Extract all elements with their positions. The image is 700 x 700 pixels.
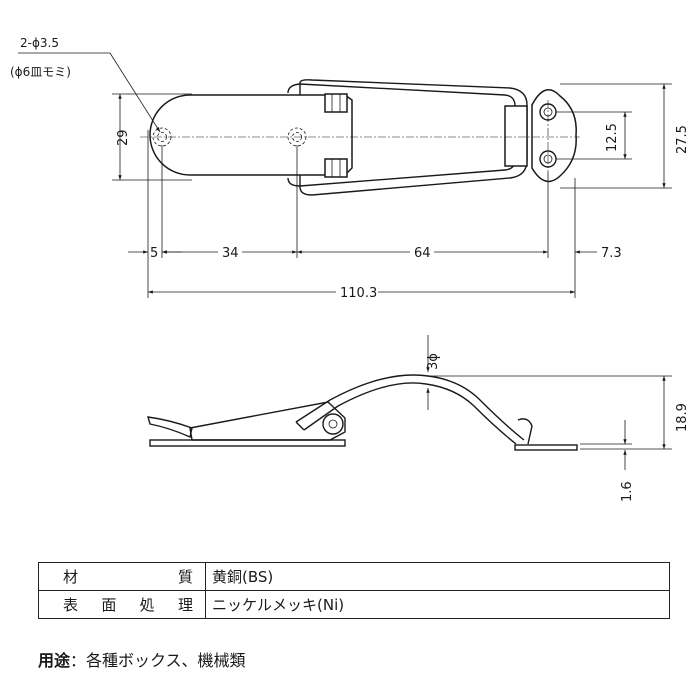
dim-side-height: 18.9 bbox=[675, 403, 690, 432]
side-hook-catch bbox=[517, 418, 533, 445]
dim-offset-left: 5 bbox=[150, 246, 158, 261]
spec-table: 材 質 黄銅(BS) 表面処理 ニッケルメッキ(Ni) bbox=[38, 562, 670, 619]
side-hook-plate bbox=[514, 444, 578, 451]
dim-hole-pitch: 34 bbox=[222, 246, 239, 261]
side-lever-body bbox=[147, 416, 193, 438]
side-wire-bail bbox=[295, 374, 525, 441]
dim-wire: 3ϕ bbox=[426, 353, 441, 370]
dim-hinge-span: 64 bbox=[414, 246, 431, 261]
table-row: 材 質 黄銅(BS) bbox=[38, 562, 670, 591]
side-base-plate bbox=[149, 439, 346, 447]
hinge-knuckle-upper bbox=[324, 93, 348, 113]
dim-mount-height: 27.5 bbox=[675, 125, 690, 154]
spec-label-material: 材 質 bbox=[38, 562, 206, 591]
dim-plate: 1.6 bbox=[620, 481, 635, 502]
side-view: 3ϕ 18.9 1.6 bbox=[147, 335, 690, 502]
technical-drawing: 2-ϕ3.5 (ϕ6皿モミ) 29 5 34 64 7.3 110.3 bbox=[10, 36, 690, 502]
usage-separator: ： bbox=[70, 651, 87, 670]
side-hinge-pin bbox=[322, 413, 344, 435]
table-row: 表面処理 ニッケルメッキ(Ni) bbox=[38, 590, 670, 619]
spec-label-finish: 表面処理 bbox=[38, 590, 206, 619]
dim-height-left: 29 bbox=[116, 129, 131, 146]
spec-value-material: 黄銅(BS) bbox=[205, 562, 670, 591]
countersink-note: (ϕ6皿モミ) bbox=[10, 65, 71, 79]
dim-tail: 7.3 bbox=[601, 246, 622, 261]
usage-heading: 用途 bbox=[38, 651, 71, 670]
side-lever-plate bbox=[189, 401, 346, 441]
base-plate bbox=[149, 94, 353, 176]
hook-plate bbox=[531, 89, 577, 183]
hinge-knuckle-lower bbox=[324, 158, 348, 178]
usage-text: 各種ボックス、機械類 bbox=[86, 651, 246, 670]
dim-overall: 110.3 bbox=[340, 286, 377, 301]
hole-note: 2-ϕ3.5 bbox=[20, 36, 59, 50]
top-view: 2-ϕ3.5 (ϕ6皿モミ) 29 5 34 64 7.3 110.3 bbox=[10, 36, 690, 301]
spec-value-finish: ニッケルメッキ(Ni) bbox=[205, 590, 670, 619]
usage-line: 用途：各種ボックス、機械類 bbox=[38, 647, 246, 671]
dim-mount-pitch: 12.5 bbox=[605, 123, 620, 152]
hook-bar bbox=[504, 105, 528, 167]
